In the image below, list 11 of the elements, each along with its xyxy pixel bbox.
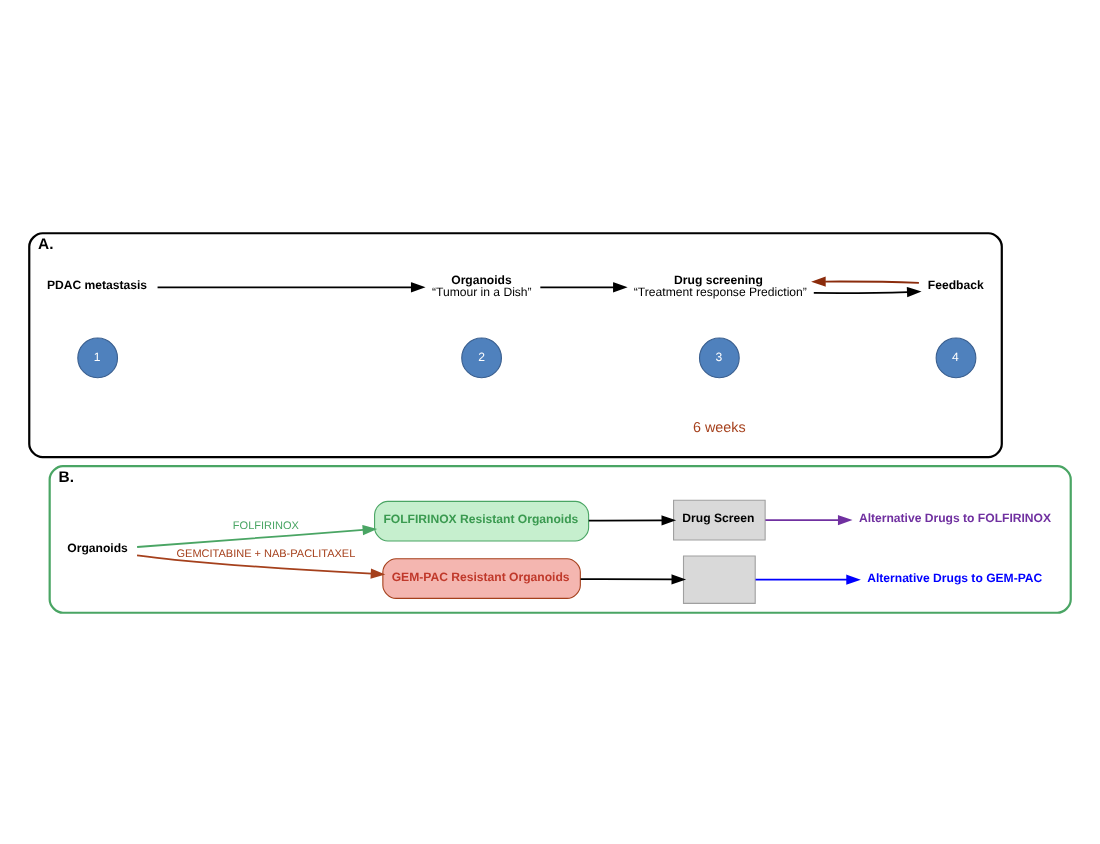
arrow xyxy=(811,275,920,286)
arrow xyxy=(156,281,426,292)
node-box xyxy=(682,554,756,603)
arrow xyxy=(812,285,922,297)
arrow xyxy=(136,553,386,578)
arrow xyxy=(587,514,677,525)
arrow xyxy=(754,573,861,584)
arrow xyxy=(539,281,628,292)
arrow xyxy=(579,573,687,584)
arrow xyxy=(764,514,853,525)
arrow xyxy=(136,523,378,547)
